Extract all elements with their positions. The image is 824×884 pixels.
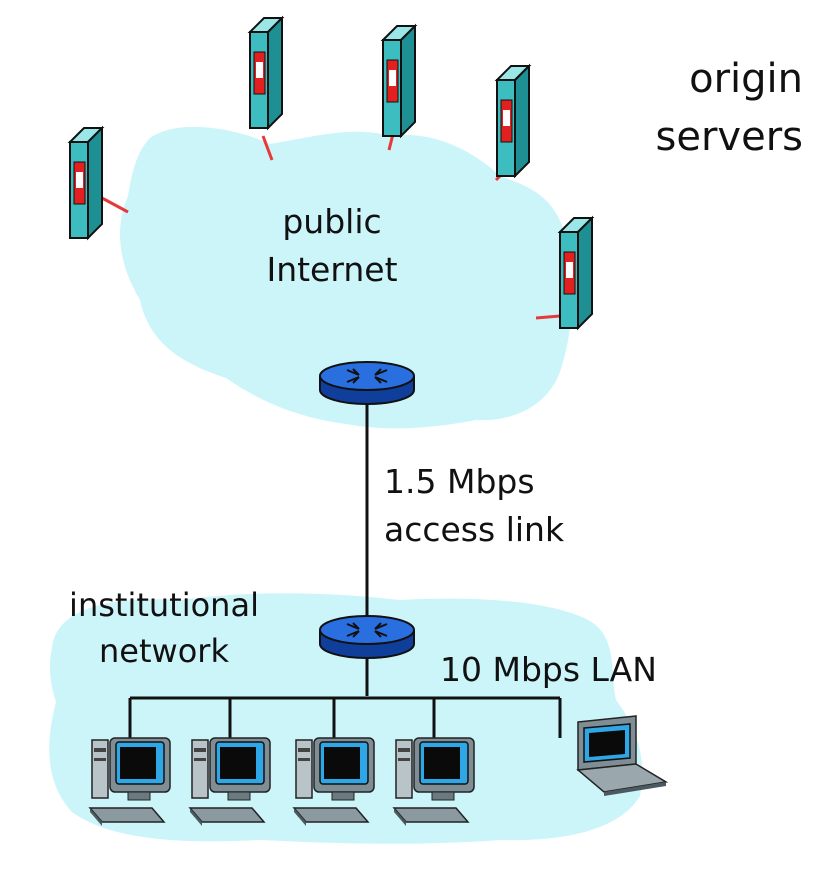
institutional-network-label-line1: institutional xyxy=(69,586,259,624)
router-icon xyxy=(319,615,415,659)
access-link-label-line2: access link xyxy=(384,510,565,549)
server-icon xyxy=(249,17,283,129)
institutional-network-label: institutional network xyxy=(48,582,280,674)
server-icon xyxy=(382,25,416,137)
public-internet-label: public Internet xyxy=(232,198,432,294)
public-internet-label-line2: Internet xyxy=(266,250,398,289)
router-icon xyxy=(319,361,415,405)
access-link-label: 1.5 Mbps access link xyxy=(384,458,564,554)
server-link xyxy=(535,314,561,320)
server-link xyxy=(101,196,129,214)
public-internet-label-line1: public xyxy=(282,202,382,241)
institutional-network-label-line2: network xyxy=(99,632,229,670)
server-icon xyxy=(559,217,593,329)
origin-servers-label-line2: servers xyxy=(655,114,803,160)
server-icon xyxy=(69,127,103,239)
server-icon xyxy=(496,65,530,177)
origin-servers-label: origin servers xyxy=(618,50,803,166)
server-link xyxy=(261,135,274,161)
lan-label: 10 Mbps LAN xyxy=(440,650,657,689)
access-link-label-line1: 1.5 Mbps xyxy=(384,462,535,501)
origin-servers-label-line1: origin xyxy=(689,56,803,102)
public-internet-cloud xyxy=(119,126,573,429)
